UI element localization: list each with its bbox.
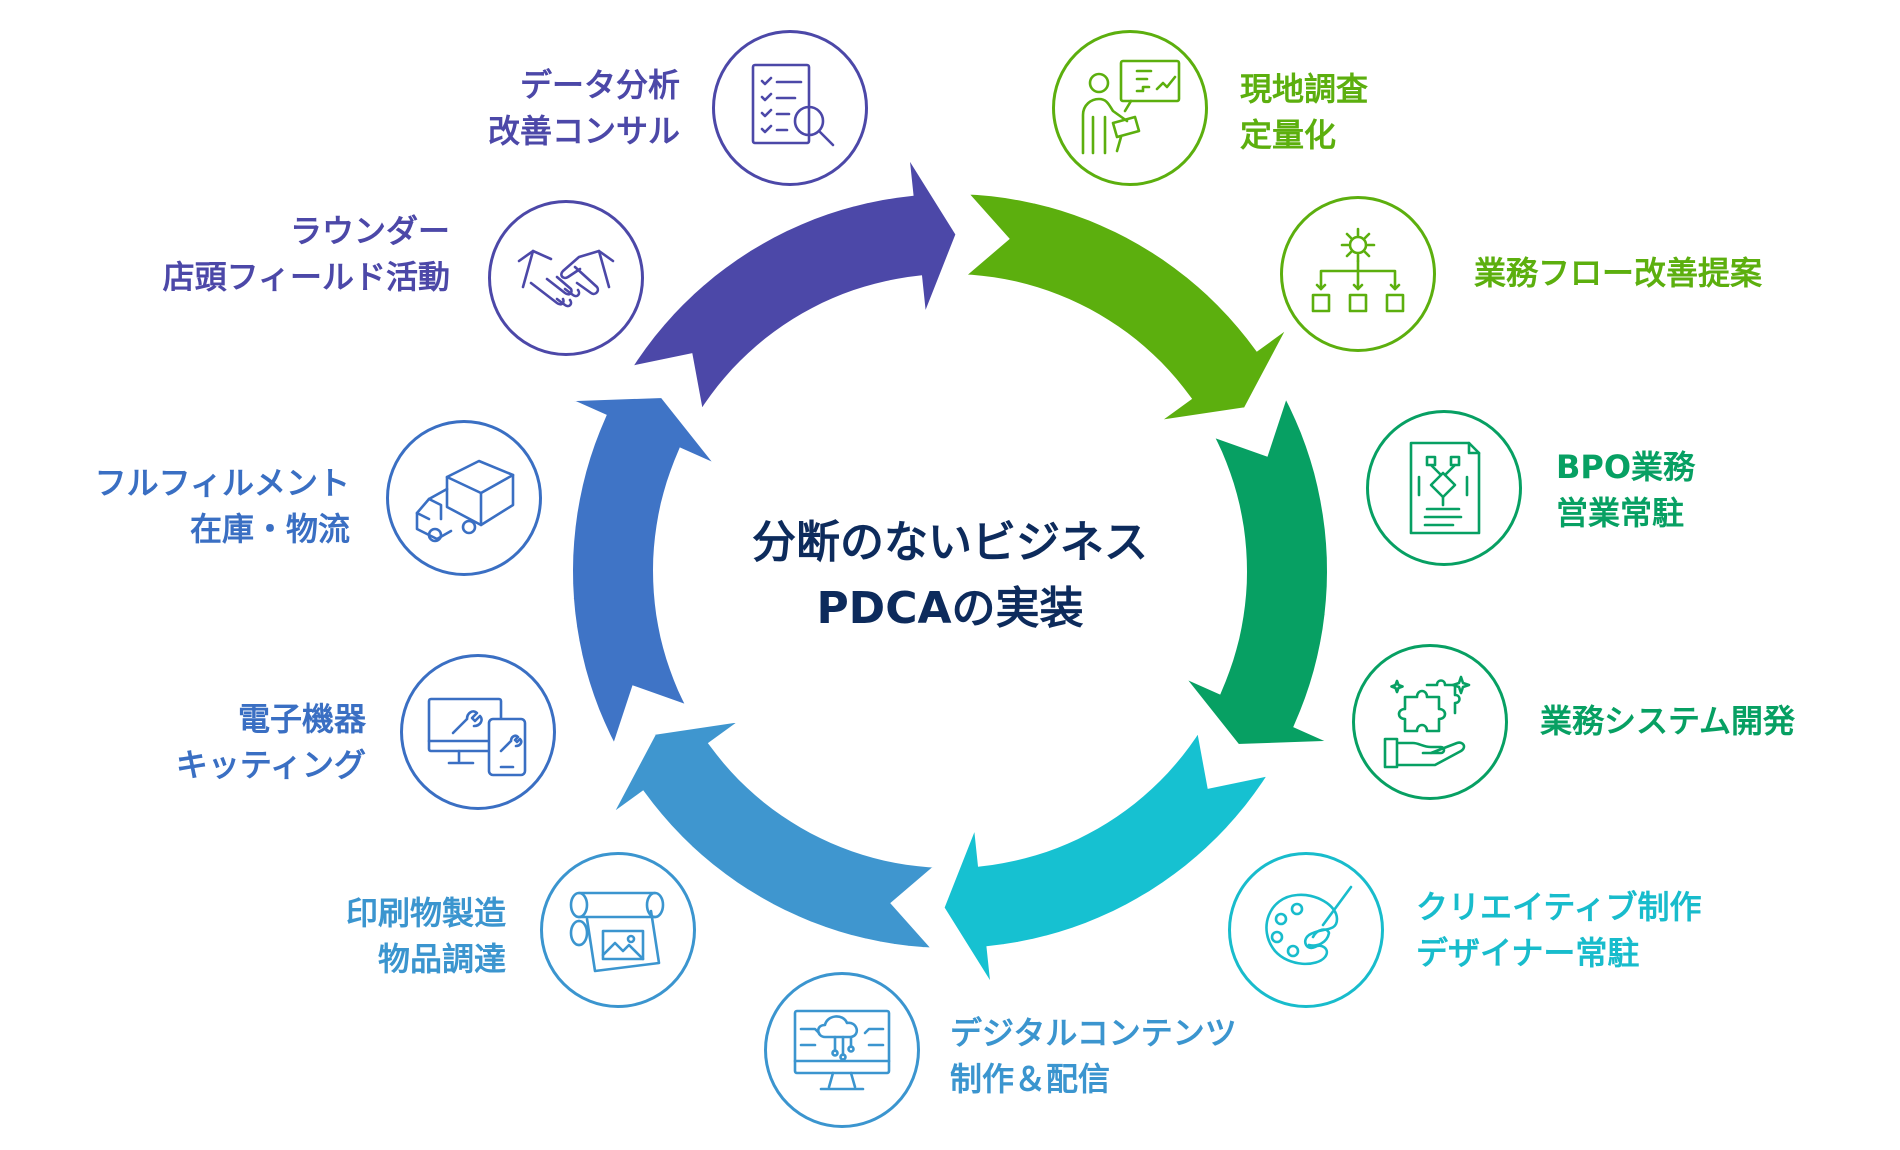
flow-improvement-label-line-1: 業務フロー改善提案	[1474, 254, 1763, 292]
ring-arrow-2	[952, 187, 1296, 428]
flow-improvement-icon-circle	[1280, 196, 1436, 352]
palette-brush-icon	[1265, 885, 1353, 966]
kitting-icon-circle	[400, 654, 556, 810]
kitting-label-line-2: キッティング	[175, 746, 366, 784]
center-title: 分断のないビジネス PDCAの実装	[700, 510, 1200, 642]
data-analysis-icon-circle	[712, 30, 868, 186]
printing-label: 印刷物製造 物品調達	[270, 890, 506, 982]
center-title-line-1: 分断のないビジネス	[752, 517, 1148, 568]
field-survey-label-line-1: 現地調査	[1240, 70, 1369, 108]
kitting-label-line-1: 電子機器	[237, 700, 366, 738]
data-analysis-label-line-1: データ分析	[519, 66, 680, 104]
bpo-label-line-1: BPO業務	[1556, 448, 1696, 486]
presenter-chart-icon	[1081, 59, 1181, 155]
ring-arrow-5	[604, 714, 948, 955]
system-dev-label: 業務システム開発	[1540, 698, 1880, 744]
data-analysis-label-line-2: 改善コンサル	[487, 112, 680, 150]
digital-content-label-line-2: 制作＆配信	[950, 1060, 1111, 1098]
ring-arrow-3	[1176, 384, 1339, 751]
gear-flowchart-icon	[1311, 227, 1405, 313]
field-survey-label-line-2: 定量化	[1240, 116, 1337, 154]
system-dev-label-line-1: 業務システム開発	[1540, 702, 1796, 740]
data-analysis-label: データ分析 改善コンサル	[360, 62, 680, 154]
checklist-magnifier-icon	[751, 63, 835, 147]
digital-content-label-line-1: デジタルコンテンツ	[950, 1014, 1237, 1052]
center-title-line-2: PDCAの実装	[816, 583, 1084, 634]
field-survey-icon-circle	[1052, 30, 1208, 186]
ring-arrow-1	[621, 147, 963, 424]
fulfillment-label: フルフィルメント 在庫・物流	[40, 460, 350, 552]
printing-label-line-1: 印刷物製造	[345, 894, 506, 932]
devices-wrench-icon	[427, 697, 527, 777]
bpo-label-line-2: 営業常駐	[1556, 494, 1685, 532]
bpo-icon-circle	[1366, 410, 1522, 566]
ring-arrow-4	[937, 718, 1279, 995]
field-survey-label: 現地調査 定量化	[1240, 66, 1440, 158]
fulfillment-label-line-1: フルフィルメント	[94, 464, 350, 502]
creative-label-line-2: デザイナー常駐	[1416, 934, 1640, 972]
printing-icon-circle	[540, 852, 696, 1008]
rounder-label: ラウンダー 店頭フィールド活動	[60, 208, 450, 300]
handshake-icon	[517, 249, 615, 308]
rounder-label-line-2: 店頭フィールド活動	[162, 258, 450, 296]
fulfillment-icon-circle	[386, 420, 542, 576]
creative-label: クリエイティブ制作 デザイナー常駐	[1416, 884, 1796, 976]
print-roll-icon	[569, 891, 665, 973]
bpo-label: BPO業務 営業常駐	[1556, 444, 1836, 536]
document-flow-icon	[1409, 441, 1481, 535]
rounder-label-line-1: ラウンダー	[289, 212, 450, 250]
printing-label-line-2: 物品調達	[377, 940, 506, 978]
digital-content-label: デジタルコンテンツ 制作＆配信	[950, 1010, 1330, 1102]
flow-improvement-label: 業務フロー改善提案	[1474, 250, 1874, 296]
system-dev-icon-circle	[1352, 644, 1508, 800]
ring-arrow-6	[561, 391, 724, 758]
kitting-label: 電子機器 キッティング	[120, 696, 366, 788]
fulfillment-label-line-2: 在庫・物流	[189, 510, 350, 548]
digital-content-icon-circle	[764, 972, 920, 1128]
puzzle-hand-icon	[1383, 675, 1471, 769]
rounder-icon-circle	[488, 200, 644, 356]
creative-icon-circle	[1228, 852, 1384, 1008]
cloud-monitor-icon	[793, 1009, 891, 1091]
creative-label-line-1: クリエイティブ制作	[1416, 888, 1702, 926]
truck-icon	[415, 459, 515, 543]
